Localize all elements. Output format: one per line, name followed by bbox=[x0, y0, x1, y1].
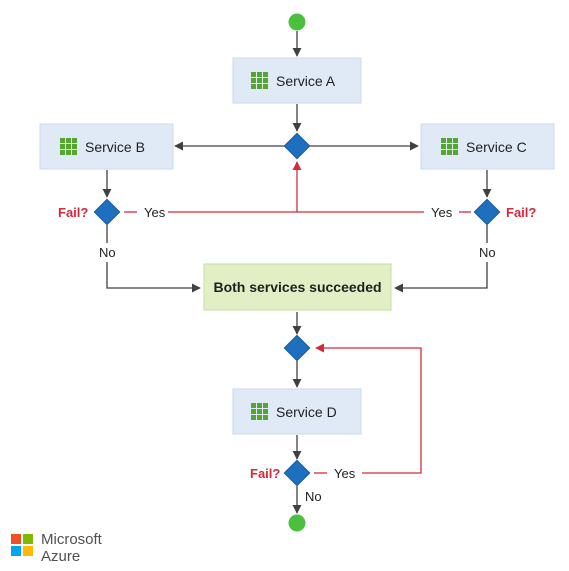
retry-b-to-split-arrow bbox=[168, 161, 302, 213]
service-c-label: Service C bbox=[466, 139, 527, 155]
yes-c-label: Yes bbox=[431, 205, 453, 220]
success-node: Both services succeeded bbox=[203, 263, 392, 311]
microsoft-azure-logo: Microsoft Azure bbox=[11, 531, 103, 565]
yes-b-label: Yes bbox=[144, 205, 166, 220]
service-d-node: Service D bbox=[232, 388, 362, 435]
check-b-no-to-success-arrow bbox=[106, 262, 201, 293]
grid-icon bbox=[441, 138, 458, 155]
fail-c-label: Fail? bbox=[506, 205, 536, 220]
brand-line-2: Azure bbox=[41, 548, 80, 565]
check-b-diamond-icon bbox=[93, 198, 121, 226]
yes-d-label: Yes bbox=[334, 466, 356, 481]
no-d-label: No bbox=[305, 489, 322, 504]
connectors bbox=[102, 31, 492, 514]
service-b-label: Service B bbox=[85, 139, 145, 155]
check-c-no-to-success-arrow bbox=[394, 262, 488, 293]
grid-icon bbox=[60, 138, 77, 155]
grid-icon bbox=[251, 403, 268, 420]
service-c-node: Service C bbox=[420, 123, 555, 170]
retry-d-to-merge-arrow bbox=[315, 343, 422, 474]
check-c-diamond-icon bbox=[473, 198, 501, 226]
retry-connectors bbox=[124, 161, 471, 474]
end-node bbox=[288, 514, 306, 532]
grid-icon bbox=[251, 72, 268, 89]
split-decision-diamond-icon bbox=[283, 132, 311, 160]
merge-decision-diamond-icon bbox=[283, 334, 311, 362]
no-c-label: No bbox=[479, 245, 496, 260]
brand-line-1: Microsoft bbox=[41, 531, 103, 548]
service-a-label: Service A bbox=[276, 73, 336, 89]
microsoft-logo-icon bbox=[11, 534, 33, 556]
fail-d-label: Fail? bbox=[250, 466, 280, 481]
fail-b-label: Fail? bbox=[58, 205, 88, 220]
start-node bbox=[288, 13, 306, 31]
service-b-node: Service B bbox=[39, 123, 174, 170]
service-a-node: Service A bbox=[232, 57, 362, 104]
success-label: Both services succeeded bbox=[213, 279, 381, 295]
check-d-diamond-icon bbox=[283, 459, 311, 487]
service-d-label: Service D bbox=[276, 404, 337, 420]
no-b-label: No bbox=[99, 245, 116, 260]
